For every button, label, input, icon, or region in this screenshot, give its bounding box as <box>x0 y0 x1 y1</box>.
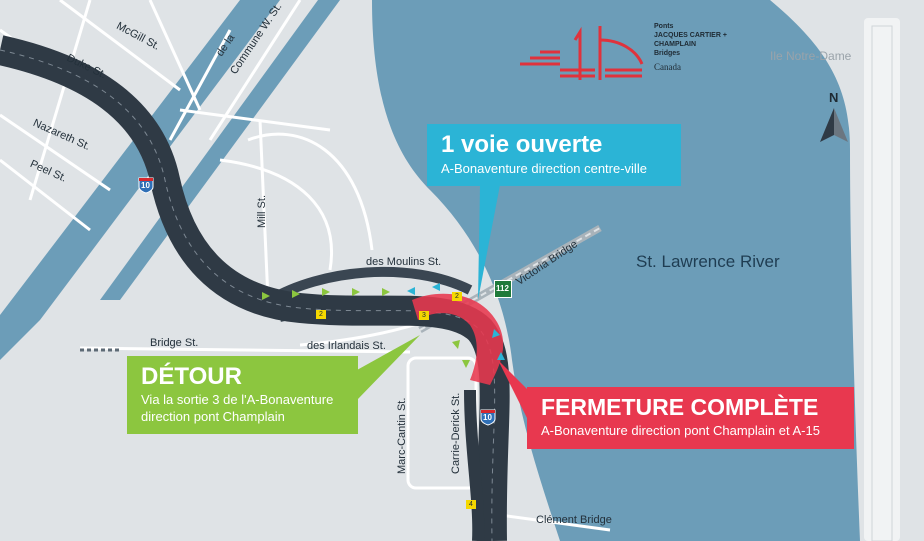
north-label: N <box>829 90 839 105</box>
a10-shield-bottom: 10 <box>480 408 496 426</box>
label-des-moulins: des Moulins St. <box>366 256 442 268</box>
open-lane-subtitle: A-Bonaventure direction centre-ville <box>441 161 647 177</box>
detour-arrows <box>262 288 470 368</box>
a10-shield-top: 10 <box>138 176 154 194</box>
detour-pointer <box>357 335 420 400</box>
open-lane-title: 1 voie ouverte <box>441 131 603 158</box>
logo-text: Ponts JACQUES CARTIER + CHAMPLAIN Bridge… <box>654 22 727 72</box>
canada-wordmark: Canada <box>654 62 681 72</box>
label-carrie-derick: Carrie-Derick St. <box>450 392 462 474</box>
closure-pointer <box>498 360 528 420</box>
open-lane-arrows <box>407 283 505 360</box>
label-des-irlandais: des Irlandais St. <box>307 340 386 352</box>
exit-3-marker: 3 <box>419 311 429 320</box>
island-road <box>864 18 900 541</box>
logo-line-3: CHAMPLAIN <box>654 41 696 48</box>
r112-shield-text: 112 <box>496 284 509 293</box>
label-marc-cantin: Marc-Cantin St. <box>396 397 408 474</box>
logo-line-2: JACQUES CARTIER + <box>654 32 727 39</box>
a10-shield-top-text: 10 <box>141 181 150 190</box>
open-lane-pointer <box>478 185 500 300</box>
label-bridge-st: Bridge St. <box>150 337 199 349</box>
exit-2-marker: 2 <box>452 292 462 301</box>
island-road-inner <box>871 25 893 541</box>
callout-detour: DÉTOUR Via la sortie 3 de l'A-Bonaventur… <box>127 356 358 434</box>
closure-zone <box>412 293 504 385</box>
label-mill: Mill St. <box>256 195 268 228</box>
canal-basin <box>100 0 340 300</box>
a10-south-arm <box>464 389 485 541</box>
r112-shield: 112 <box>494 280 512 298</box>
bridges-logo-icon <box>520 26 644 80</box>
closure-title: FERMETURE COMPLÈTE <box>541 394 819 420</box>
label-clement-bridge: Clément Bridge <box>536 514 612 526</box>
callout-open-lane: 1 voie ouverte A-Bonaventure direction c… <box>427 124 681 186</box>
callout-closure: FERMETURE COMPLÈTE A-Bonaventure directi… <box>527 387 854 449</box>
des-moulins-ramp <box>267 266 473 305</box>
detour-title: DÉTOUR <box>141 363 242 390</box>
exit-2b-marker: 2 <box>316 310 326 319</box>
detour-subtitle-2: direction pont Champlain <box>141 408 285 424</box>
closure-subtitle: A-Bonaventure direction pont Champlain e… <box>541 423 820 439</box>
label-st-lawrence: St. Lawrence River <box>636 252 780 271</box>
label-ile-notre-dame: Ile Notre-Dame <box>770 49 852 63</box>
north-arrow-icon <box>820 108 848 142</box>
detour-subtitle-1: Via la sortie 3 de l'A-Bonaventure <box>141 392 334 408</box>
logo-line-4: Bridges <box>654 50 681 57</box>
expressway-lane-lines <box>0 49 496 541</box>
logo-line-1: Ponts <box>654 23 674 30</box>
a10-shield-bottom-text: 10 <box>483 413 492 422</box>
exit-4-marker: 4 <box>466 500 476 509</box>
